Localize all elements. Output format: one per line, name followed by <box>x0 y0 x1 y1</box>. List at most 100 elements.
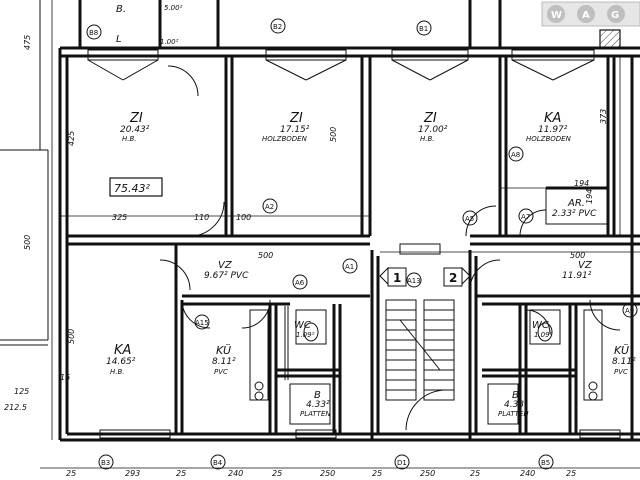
logo-letter: G <box>611 10 619 21</box>
tag-b5: B5 <box>541 459 550 467</box>
tag-b4: B4 <box>213 459 223 467</box>
dim-mid: 500 <box>329 127 338 142</box>
room-area-zi-2: 17.15² <box>280 125 310 135</box>
room-material-ku-right: PVC <box>614 368 628 376</box>
room-area-b-right: 4.33² <box>504 400 528 410</box>
dim-bottom: 250 <box>420 469 435 478</box>
dims-bottom: 25 293 25 240 25 250 25 250 25 240 25 <box>66 469 576 478</box>
room-labels: ZI 20.43² H.B. ZI 17.15² HOLZBODEN ZI 17… <box>106 4 636 418</box>
room-name-wc-right: WC <box>532 320 549 331</box>
room-name-b-left: B <box>314 390 321 401</box>
exterior-left <box>0 0 49 346</box>
dim-bottom: 25 <box>272 469 282 478</box>
stairs: 1 2 <box>379 243 471 401</box>
tag-a13: A13 <box>407 277 421 285</box>
dim-mid: 500 <box>258 251 273 260</box>
dim-mid: 325 <box>112 213 127 222</box>
dim-left: 125 <box>14 387 29 396</box>
dim-mid: 194 <box>574 179 589 188</box>
dim-left: 500 <box>67 329 76 344</box>
dim-bottom: 25 <box>470 469 480 478</box>
dim-bottom: 25 <box>566 469 576 478</box>
dims-right: 373 194 <box>585 109 608 204</box>
tag-a8: A8 <box>511 151 520 159</box>
logo-letter: A <box>582 10 590 21</box>
dims-mid: 325 110 100 500 500 194 500 <box>112 127 589 260</box>
room-area-l-top: 1.00² <box>160 38 179 46</box>
room-area-zi-1: 20.43² <box>120 125 150 135</box>
room-area-ar: 2.33² PVC <box>552 209 597 219</box>
tag-b1: B1 <box>419 25 428 33</box>
room-material-b-left: PLATTEN <box>300 410 331 418</box>
dim-left: 475 <box>23 35 32 50</box>
room-name-ku-right: KÜ <box>614 344 629 357</box>
dim-mid: 100 <box>236 213 251 222</box>
logo-letter: W <box>551 10 562 21</box>
windows <box>87 49 621 439</box>
room-area-ka-bottom: 14.65² <box>106 357 136 367</box>
top-rooms <box>78 0 621 49</box>
room-name-zi-2: ZI <box>289 111 303 126</box>
dim-bottom: 25 <box>372 469 382 478</box>
tag-b3: B3 <box>101 459 110 467</box>
room-name-vz-left: VZ <box>218 260 233 271</box>
fixtures <box>249 306 603 425</box>
room-material-ka-top: HOLZBODEN <box>526 135 572 143</box>
room-material-zi-2: HOLZBODEN <box>262 135 308 143</box>
room-material-zi-1: H.B. <box>122 135 137 143</box>
tag-a2: A2 <box>265 203 274 211</box>
tag-b2: B2 <box>273 23 282 31</box>
total-area: 75.43² <box>114 182 150 195</box>
room-material-b-right: PLATTEN <box>498 410 529 418</box>
reference-tags: A1 A2 A5 A6 A7 A8 A9 A13 A15 B1 B2 B3 B4… <box>86 18 638 470</box>
dim-bottom: 240 <box>228 469 243 478</box>
tag-d1: D1 <box>397 459 407 467</box>
dim-right: 373 <box>599 109 608 124</box>
tag-a15: A15 <box>195 319 209 327</box>
room-name-ka-bottom: KA <box>114 343 131 358</box>
room-name-vz-right: VZ <box>578 260 593 271</box>
room-area-b-left: 4.33² <box>306 400 330 410</box>
wag-logo: W A G <box>541 1 640 27</box>
room-name-b-right: B <box>512 390 519 401</box>
tag-b8: B8 <box>89 29 98 37</box>
dim-mid: 500 <box>570 251 585 260</box>
dims-left: 475 500 425 500 125 212.5 15 <box>4 35 76 412</box>
tag-a7: A7 <box>521 213 530 221</box>
room-area-wc-right: 1.09² <box>534 331 553 339</box>
stair-label-2: 2 <box>449 271 457 285</box>
room-name-zi-3: ZI <box>423 111 437 126</box>
dim-bottom: 293 <box>125 469 140 478</box>
room-area-ku-right: 8.11² <box>612 357 636 367</box>
total-area-box: 75.43² <box>109 177 163 197</box>
dim-left: 212.5 <box>4 403 27 412</box>
room-name-wc-left: WC <box>294 320 311 331</box>
room-area-vz-left: 9.67² PVC <box>204 271 249 281</box>
room-name-ka-top: KA <box>544 111 561 126</box>
room-area-zi-3: 17.00² <box>418 125 448 135</box>
dim-bottom: 25 <box>66 469 76 478</box>
dim-right: 194 <box>585 189 594 204</box>
room-name-zi-1: ZI <box>129 111 143 126</box>
tag-a5: A5 <box>465 215 474 223</box>
tag-a9: A9 <box>625 307 634 315</box>
dim-mid: 110 <box>194 213 209 222</box>
room-area-ku-left: 8.11² <box>212 357 236 367</box>
dim-left: 425 <box>67 131 76 146</box>
dim-left: 500 <box>23 235 32 250</box>
room-material-zi-3: H.B. <box>420 135 435 143</box>
dim-bottom: 240 <box>520 469 535 478</box>
room-area-b-top: 5.00² <box>164 4 183 12</box>
stair-label-1: 1 <box>393 271 401 285</box>
room-name-ku-left: KÜ <box>216 344 231 357</box>
dim-left: 15 <box>60 373 70 382</box>
walls <box>58 46 640 442</box>
room-material-ku-left: PVC <box>214 368 228 376</box>
dim-bottom: 250 <box>320 469 335 478</box>
room-name-l-top: L <box>116 34 122 45</box>
room-area-vz-right: 11.91² <box>562 271 592 281</box>
room-area-ka-top: 11.97² <box>538 125 568 135</box>
room-name-ar: AR. <box>567 198 585 209</box>
doors <box>159 65 621 431</box>
